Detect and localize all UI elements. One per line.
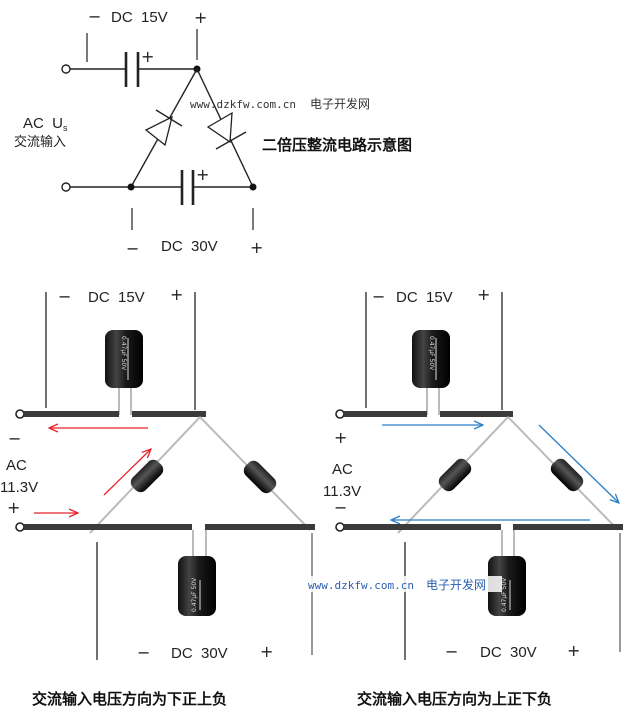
left-ac-voltage: 11.3V	[0, 479, 38, 496]
svg-text:0.47μF 50V: 0.47μF 50V	[120, 336, 127, 371]
watermark-name: 电子开发网	[310, 96, 370, 111]
left-diode-d2	[243, 460, 277, 494]
svg-text:0.47μF 50V: 0.47μF 50V	[428, 336, 435, 371]
svg-text:0.47μF 50V: 0.47μF 50V	[191, 577, 198, 612]
right-bottom-polarity: −	[334, 498, 347, 517]
left-ac-label: AC	[6, 457, 27, 474]
right-top-polarity: +	[334, 428, 347, 447]
left-bottom-dc-label: DC 30V	[171, 645, 228, 662]
node-bottom-left	[127, 183, 135, 191]
schematic-top-plus: +	[194, 8, 207, 27]
capacitor-c1-plus: +	[141, 47, 154, 66]
right-input-terminal-bottom	[335, 522, 345, 532]
diode-d1-symbol	[144, 109, 183, 147]
left-current-arrow	[103, 449, 151, 496]
left-top-minus: −	[58, 287, 71, 306]
right-top-plus: +	[477, 285, 490, 304]
right-input-terminal-top	[335, 409, 345, 419]
right-diode-d2	[550, 458, 584, 492]
left-top-polarity: −	[8, 429, 21, 448]
left-input-terminal-top	[15, 409, 25, 419]
right-bottom-plus: +	[567, 641, 580, 660]
left-diode-d1	[130, 459, 164, 493]
left-top-dc-label: DC 15V	[88, 289, 145, 306]
left-input-terminal-bottom	[15, 522, 25, 532]
schematic-top-dc-label: DC 15V	[111, 9, 168, 26]
schematic-bottom-plus: +	[250, 238, 263, 257]
svg-text:0.47μF 50V: 0.47μF 50V	[501, 577, 508, 612]
watermark-url-bottom: www.dzkfw.com.cn	[308, 579, 414, 592]
left-capacitor-c2: 0.47μF 50V	[178, 530, 216, 616]
left-bottom-plus: +	[260, 642, 273, 661]
right-bottom-dc-label: DC 30V	[480, 644, 537, 661]
right-top-minus: −	[372, 287, 385, 306]
schematic-bottom-minus: −	[126, 239, 139, 258]
watermark-url: www.dzkfw.com.cn	[190, 98, 296, 111]
diode-d2-symbol	[206, 111, 247, 150]
right-diode-d1	[438, 458, 472, 492]
input-label-cn: 交流输入	[14, 134, 66, 150]
right-capacitor-c2: 0.47μF 50V	[488, 530, 526, 616]
right-capacitor-c1: 0.47μF 50V	[412, 330, 450, 415]
right-diagram: − DC 15V + 0.47μF 50V + AC 11.3V −	[300, 285, 623, 708]
left-capacitor-c1: 0.47μF 50V	[105, 330, 143, 415]
right-top-dc-label: DC 15V	[396, 289, 453, 306]
right-ac-label: AC	[332, 461, 353, 478]
left-diagram: − DC 15V + 0.47μF 50V − AC 11.3	[0, 285, 315, 708]
right-bottom-minus: −	[445, 642, 458, 661]
input-terminal-bottom	[61, 182, 71, 192]
node-bottom-right	[249, 183, 257, 191]
watermark-name-bottom: 电子开发网	[426, 577, 486, 592]
left-caption: 交流输入电压方向为下正上负	[32, 690, 227, 708]
right-caption: 交流输入电压方向为上正下负	[357, 690, 552, 708]
input-label-ac: AC Us	[23, 115, 68, 133]
schematic-bottom-dc-label: DC 30V	[161, 238, 218, 255]
left-bottom-minus: −	[137, 643, 150, 662]
left-top-plus: +	[170, 285, 183, 304]
left-bottom-polarity: +	[7, 498, 20, 517]
right-ac-voltage: 11.3V	[323, 483, 361, 500]
right-current-arrow	[538, 424, 619, 503]
capacitor-c2-plus: +	[196, 165, 209, 184]
schematic: − DC 15V + + +	[14, 7, 412, 258]
schematic-top-minus: −	[88, 7, 101, 26]
schematic-title: 二倍压整流电路示意图	[262, 136, 412, 154]
input-terminal-top	[61, 64, 71, 74]
